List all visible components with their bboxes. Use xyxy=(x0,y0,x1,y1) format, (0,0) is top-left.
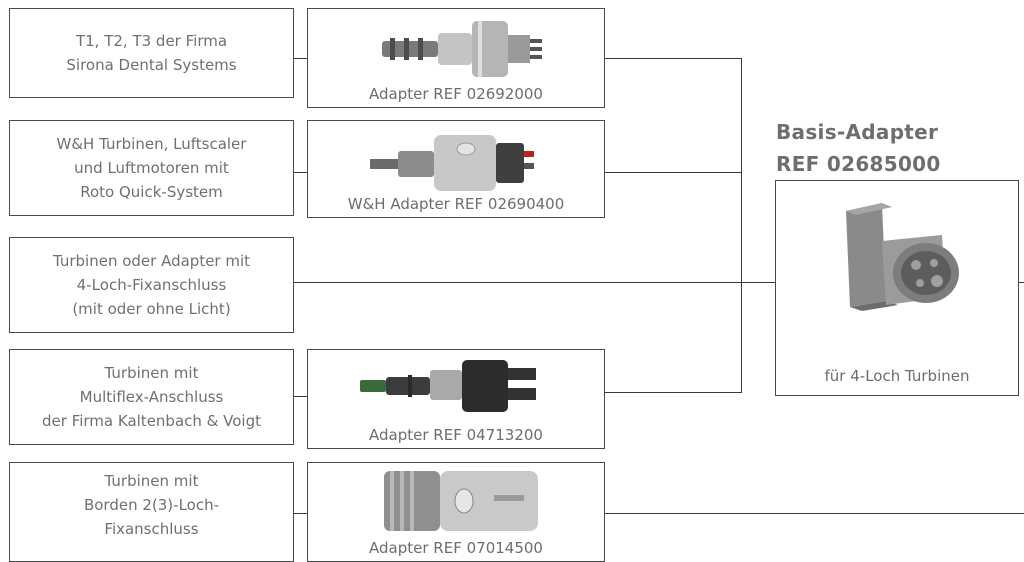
connector-line xyxy=(605,392,742,393)
basis-adapter-icon xyxy=(846,203,959,311)
connector-line xyxy=(605,58,742,59)
source-text: der Firma Kaltenbach & Voigt xyxy=(42,412,261,430)
sirona-coupling-icon xyxy=(382,21,542,77)
borden-coupling-icon xyxy=(384,471,538,531)
connector-line xyxy=(294,396,307,397)
source-text: Borden 2(3)-Loch- xyxy=(83,496,220,514)
connector-line xyxy=(605,172,742,173)
basis-title-line2: REF 02685000 xyxy=(776,152,941,176)
adapter-caption: Adapter REF 02692000 xyxy=(369,85,543,103)
source-text: Turbinen mit xyxy=(104,472,199,490)
basis-adapter-box: für 4-Loch Turbinen xyxy=(775,180,1019,396)
adapter-box-sirona: Adapter REF 02692000 xyxy=(307,8,605,108)
adapter-caption: Adapter REF 07014500 xyxy=(369,539,543,557)
connector-line xyxy=(741,58,742,393)
source-text: Roto Quick-System xyxy=(80,183,223,201)
basis-caption: für 4-Loch Turbinen xyxy=(824,367,970,385)
adapter-box-wh: W&H Adapter REF 02690400 xyxy=(307,120,605,218)
source-box-multiflex: Turbinen mit Multiflex-Anschluss der Fir… xyxy=(9,349,294,445)
wh-coupling-icon xyxy=(370,135,534,191)
multiflex-coupling-icon xyxy=(360,360,536,412)
source-text: Fixanschluss xyxy=(104,520,199,538)
connector-line xyxy=(1019,282,1024,283)
source-text: 4-Loch-Fixanschluss xyxy=(76,276,227,294)
source-text: (mit oder ohne Licht) xyxy=(72,300,231,318)
source-text: Turbinen oder Adapter mit xyxy=(52,252,251,270)
source-text: Sirona Dental Systems xyxy=(66,56,237,74)
source-text: und Luftmotoren mit xyxy=(74,159,229,177)
connector-line xyxy=(294,513,307,514)
source-box-4loch: Turbinen oder Adapter mit 4-Loch-Fixansc… xyxy=(9,237,294,333)
source-box-wh: W&H Turbinen, Luftscaler und Luftmotoren… xyxy=(9,120,294,216)
adapter-box-borden: Adapter REF 07014500 xyxy=(307,462,605,562)
connector-line xyxy=(294,172,307,173)
source-text: W&H Turbinen, Luftscaler xyxy=(56,135,247,153)
adapter-caption: Adapter REF 04713200 xyxy=(369,426,543,444)
source-text: Turbinen mit xyxy=(104,364,199,382)
source-text: T1, T2, T3 der Firma xyxy=(75,32,228,50)
source-box-sirona: T1, T2, T3 der Firma Sirona Dental Syste… xyxy=(9,8,294,98)
basis-title-line1: Basis-Adapter xyxy=(776,120,939,144)
source-text: Multiflex-Anschluss xyxy=(79,388,224,406)
connector-line xyxy=(294,58,307,59)
adapter-box-multiflex: Adapter REF 04713200 xyxy=(307,349,605,449)
connector-line xyxy=(294,282,775,283)
source-box-borden: Turbinen mit Borden 2(3)-Loch- Fixanschl… xyxy=(9,462,294,562)
adapter-caption: W&H Adapter REF 02690400 xyxy=(347,195,565,213)
connector-line xyxy=(605,513,1024,514)
